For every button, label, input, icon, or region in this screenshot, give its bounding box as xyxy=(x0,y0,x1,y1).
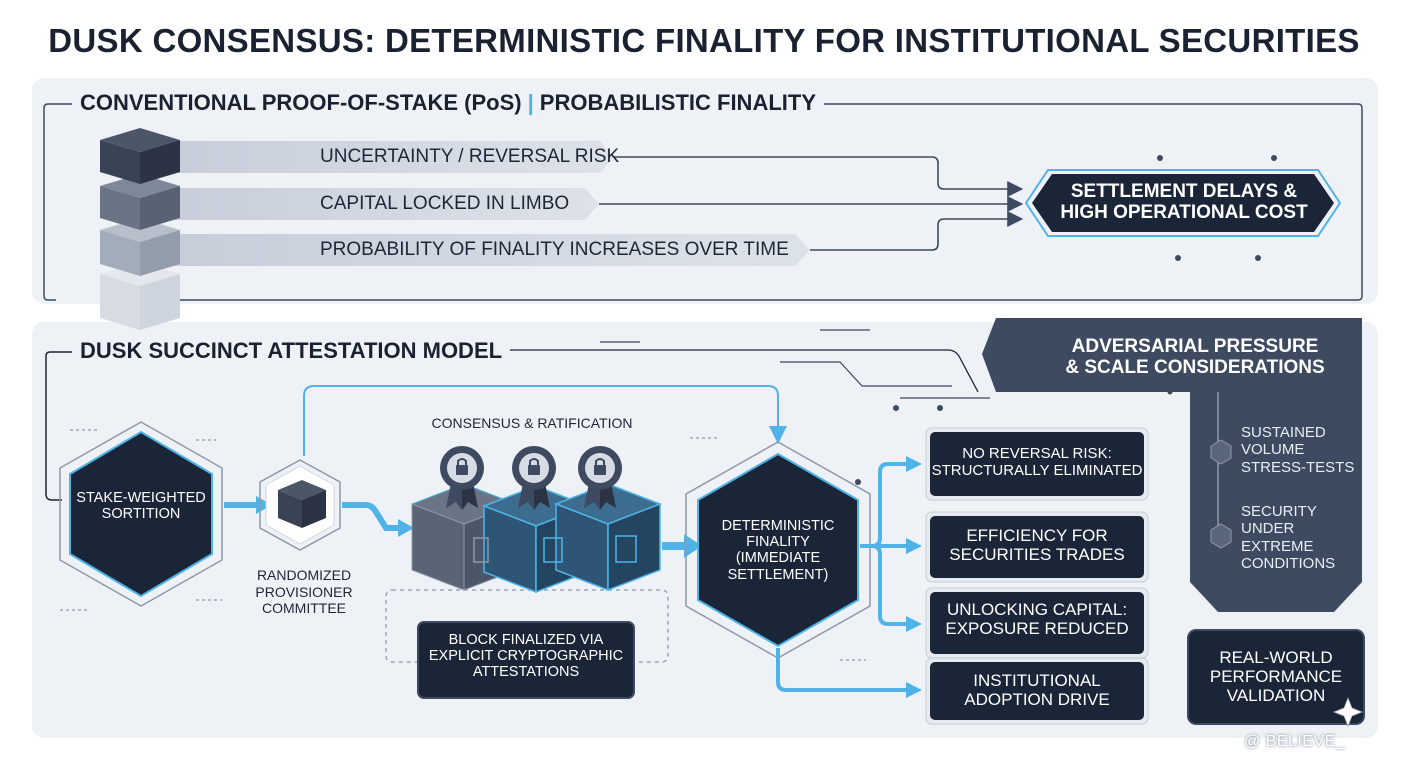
sortition-line-2: SORTITION xyxy=(101,506,181,523)
sortition-hexagon xyxy=(69,430,213,598)
outcome-4-line-1: INSTITUTIONAL xyxy=(973,671,1101,690)
band-capital xyxy=(150,188,599,220)
outcome-no-reversal: NO REVERSAL RISK: STRUCTURALLY ELIMINATE… xyxy=(930,445,1144,480)
committee-cube-icon xyxy=(278,480,326,528)
outcome-2-line-1: EFFICIENCY FOR xyxy=(966,526,1108,545)
block-line-3: ATTESTATIONS xyxy=(472,664,580,681)
stress-line-3: STRESS-TESTS xyxy=(1241,458,1355,476)
committee-label: RANDOMIZED PROVISIONER COMMITTEE xyxy=(240,567,368,617)
stress-line-1: SUSTAINED xyxy=(1241,424,1326,441)
band-probability xyxy=(150,234,810,266)
outcome-boxes xyxy=(925,427,1149,725)
committee-line-3: COMMITTEE xyxy=(262,600,346,617)
validation-line-2: PERFORMANCE xyxy=(1209,667,1343,687)
outcome-3-line-1: UNLOCKING CAPITAL: xyxy=(946,600,1128,619)
adversarial-line-2: & SCALE CONSIDERATIONS xyxy=(1065,357,1325,379)
finality-line-4: SETTLEMENT) xyxy=(727,566,829,583)
block-line-2: EXPLICIT CRYPTOGRAPHIC xyxy=(428,648,624,665)
validation-line-1: REAL-WORLD xyxy=(1219,648,1333,667)
validation-line-3: VALIDATION xyxy=(1226,686,1326,706)
settlement-text: SETTLEMENT DELAYS & HIGH OPERATIONAL COS… xyxy=(1040,181,1328,224)
arrow-label-probability: PROBABILITY OF FINALITY INCREASES OVER T… xyxy=(320,239,789,260)
settlement-line-1: SETTLEMENT DELAYS & xyxy=(1070,181,1298,202)
sortition-text: STAKE-WEIGHTED SORTITION xyxy=(74,490,208,522)
security-line-2: UNDER xyxy=(1241,520,1295,538)
outcome-4-line-2: ADOPTION DRIVE xyxy=(964,690,1110,710)
settlement-box xyxy=(1032,174,1334,232)
pos-cube-stack xyxy=(100,128,180,330)
security-line-1: SECURITY xyxy=(1241,503,1317,520)
outcome-efficiency: EFFICIENCY FOR SECURITIES TRADES xyxy=(930,526,1144,564)
consensus-cubes xyxy=(410,483,663,594)
block-finalized-text: BLOCK FINALIZED VIA EXPLICIT CRYPTOGRAPH… xyxy=(420,632,632,681)
pos-title-separator: | xyxy=(527,90,534,115)
block-finalized-box xyxy=(417,621,635,699)
stress-hex-icon xyxy=(1210,439,1232,465)
committee-line-1: RANDOMIZED xyxy=(256,567,352,583)
finality-line-1: DETERMINISTIC xyxy=(721,518,835,534)
block-line-1: BLOCK FINALIZED VIA xyxy=(448,632,604,648)
sparkle-icon xyxy=(1332,696,1364,728)
security-line-4: CONDITIONS xyxy=(1241,554,1336,572)
watermark: @ BELIEVE_ xyxy=(1244,733,1346,750)
arrow-label-uncertainty: UNCERTAINTY / REVERSAL RISK xyxy=(320,146,620,167)
finality-line-3: (IMMEDIATE xyxy=(735,550,821,567)
adversarial-panel xyxy=(982,318,1362,612)
pos-title-right: PROBABILISTIC FINALITY xyxy=(539,90,816,115)
adversarial-item-stress: SUSTAINED VOLUME STRESS-TESTS xyxy=(1241,424,1354,476)
adversarial-line-1: ADVERSARIAL PRESSURE xyxy=(1071,336,1319,357)
finality-hexagon xyxy=(697,452,859,648)
adversarial-title: ADVERSARIAL PRESSURE & SCALE CONSIDERATI… xyxy=(1030,336,1360,379)
band-uncertainty xyxy=(150,141,614,173)
outcome-adoption: INSTITUTIONAL ADOPTION DRIVE xyxy=(930,671,1144,709)
security-hex-icon xyxy=(1210,523,1232,549)
arrow-label-capital: CAPITAL LOCKED IN LIMBO xyxy=(320,193,570,214)
settlement-line-2: HIGH OPERATIONAL COST xyxy=(1060,202,1308,224)
security-line-3: EXTREME xyxy=(1241,537,1314,555)
document-icon xyxy=(615,535,637,563)
pos-section-title: CONVENTIONAL PROOF-OF-STAKE (PoS)|PROBAB… xyxy=(72,90,824,116)
page-title: DUSK CONSENSUS: DETERMINISTIC FINALITY F… xyxy=(48,22,1360,59)
lock-badges xyxy=(440,446,622,510)
outcome-1-line-1: NO REVERSAL RISK: xyxy=(962,445,1112,462)
validation-text: REAL-WORLD PERFORMANCE VALIDATION xyxy=(1190,648,1362,705)
adversarial-item-security: SECURITY UNDER EXTREME CONDITIONS xyxy=(1241,503,1335,572)
dusk-section-title: DUSK SUCCINCT ATTESTATION MODEL xyxy=(72,338,511,364)
committee-line-2: PROVISIONER xyxy=(255,583,353,600)
outcome-2-line-2: SECURITIES TRADES xyxy=(949,545,1125,565)
pos-title-left: CONVENTIONAL PROOF-OF-STAKE (PoS) xyxy=(80,90,522,115)
sortition-line-1: STAKE-WEIGHTED xyxy=(76,490,206,506)
finality-line-2: FINALITY xyxy=(746,534,810,551)
stress-line-2: VOLUME xyxy=(1241,441,1305,459)
outcome-1-line-2: STRUCTURALLY ELIMINATED xyxy=(931,461,1143,479)
outcome-3-line-2: EXPOSURE REDUCED xyxy=(945,619,1129,639)
consensus-label: CONSENSUS & RATIFICATION xyxy=(431,415,633,431)
validation-box xyxy=(1187,629,1365,725)
finality-text: DETERMINISTIC FINALITY (IMMEDIATE SETTLE… xyxy=(708,518,848,583)
outcome-unlocking-capital: UNLOCKING CAPITAL: EXPOSURE REDUCED xyxy=(930,600,1144,638)
